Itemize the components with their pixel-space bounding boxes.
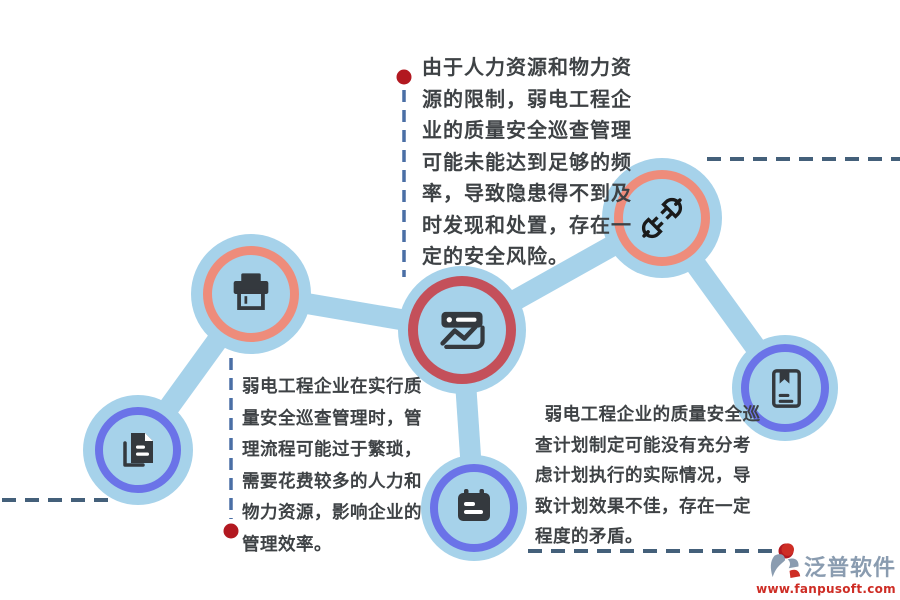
calendar-node-ring	[430, 464, 518, 552]
annotation-plan-conflict: 弱电工程企业的质量安全巡 查计划制定可能没有充分考 虑计划执行的实际情况，导 致…	[535, 405, 761, 547]
fanpu-logo-mark	[770, 543, 801, 578]
book-node-ring	[741, 344, 829, 432]
document-node-ring	[95, 407, 181, 493]
fanpu-logo-brand: 泛普软件	[803, 556, 896, 581]
annotation-frequency-risk: 由于人力资源和物力资 源的限制，弱电工程企 业的质量安全巡查管理 可能未能达到足…	[422, 55, 632, 268]
book-node	[732, 335, 838, 441]
analytics-card-icon	[440, 311, 485, 350]
printer-node-ring	[203, 246, 299, 342]
annotation-process-complexity: 弱电工程企业在实行质 量安全巡查管理时，管 理流程可能过于繁琐， 需要花费较多的…	[242, 377, 422, 555]
central-node-ring	[408, 276, 516, 384]
book-icon	[771, 368, 801, 408]
fanpu-logo-url: www.fanpusoft.com	[756, 582, 896, 596]
fanpu-logo: 泛普软件 www.fanpusoft.com	[756, 542, 896, 596]
marker-dot-top	[396, 69, 412, 85]
marker-dot-left	[223, 523, 239, 539]
calendar-node	[421, 455, 527, 561]
document-node	[83, 395, 193, 505]
calendar-icon	[458, 489, 490, 521]
plug-node	[602, 158, 722, 278]
printer-node	[191, 234, 311, 354]
plug-icon	[641, 197, 683, 239]
central-node	[398, 266, 526, 394]
printer-icon	[233, 273, 269, 310]
plug-node-ring	[614, 170, 710, 266]
document-icon	[123, 433, 153, 467]
